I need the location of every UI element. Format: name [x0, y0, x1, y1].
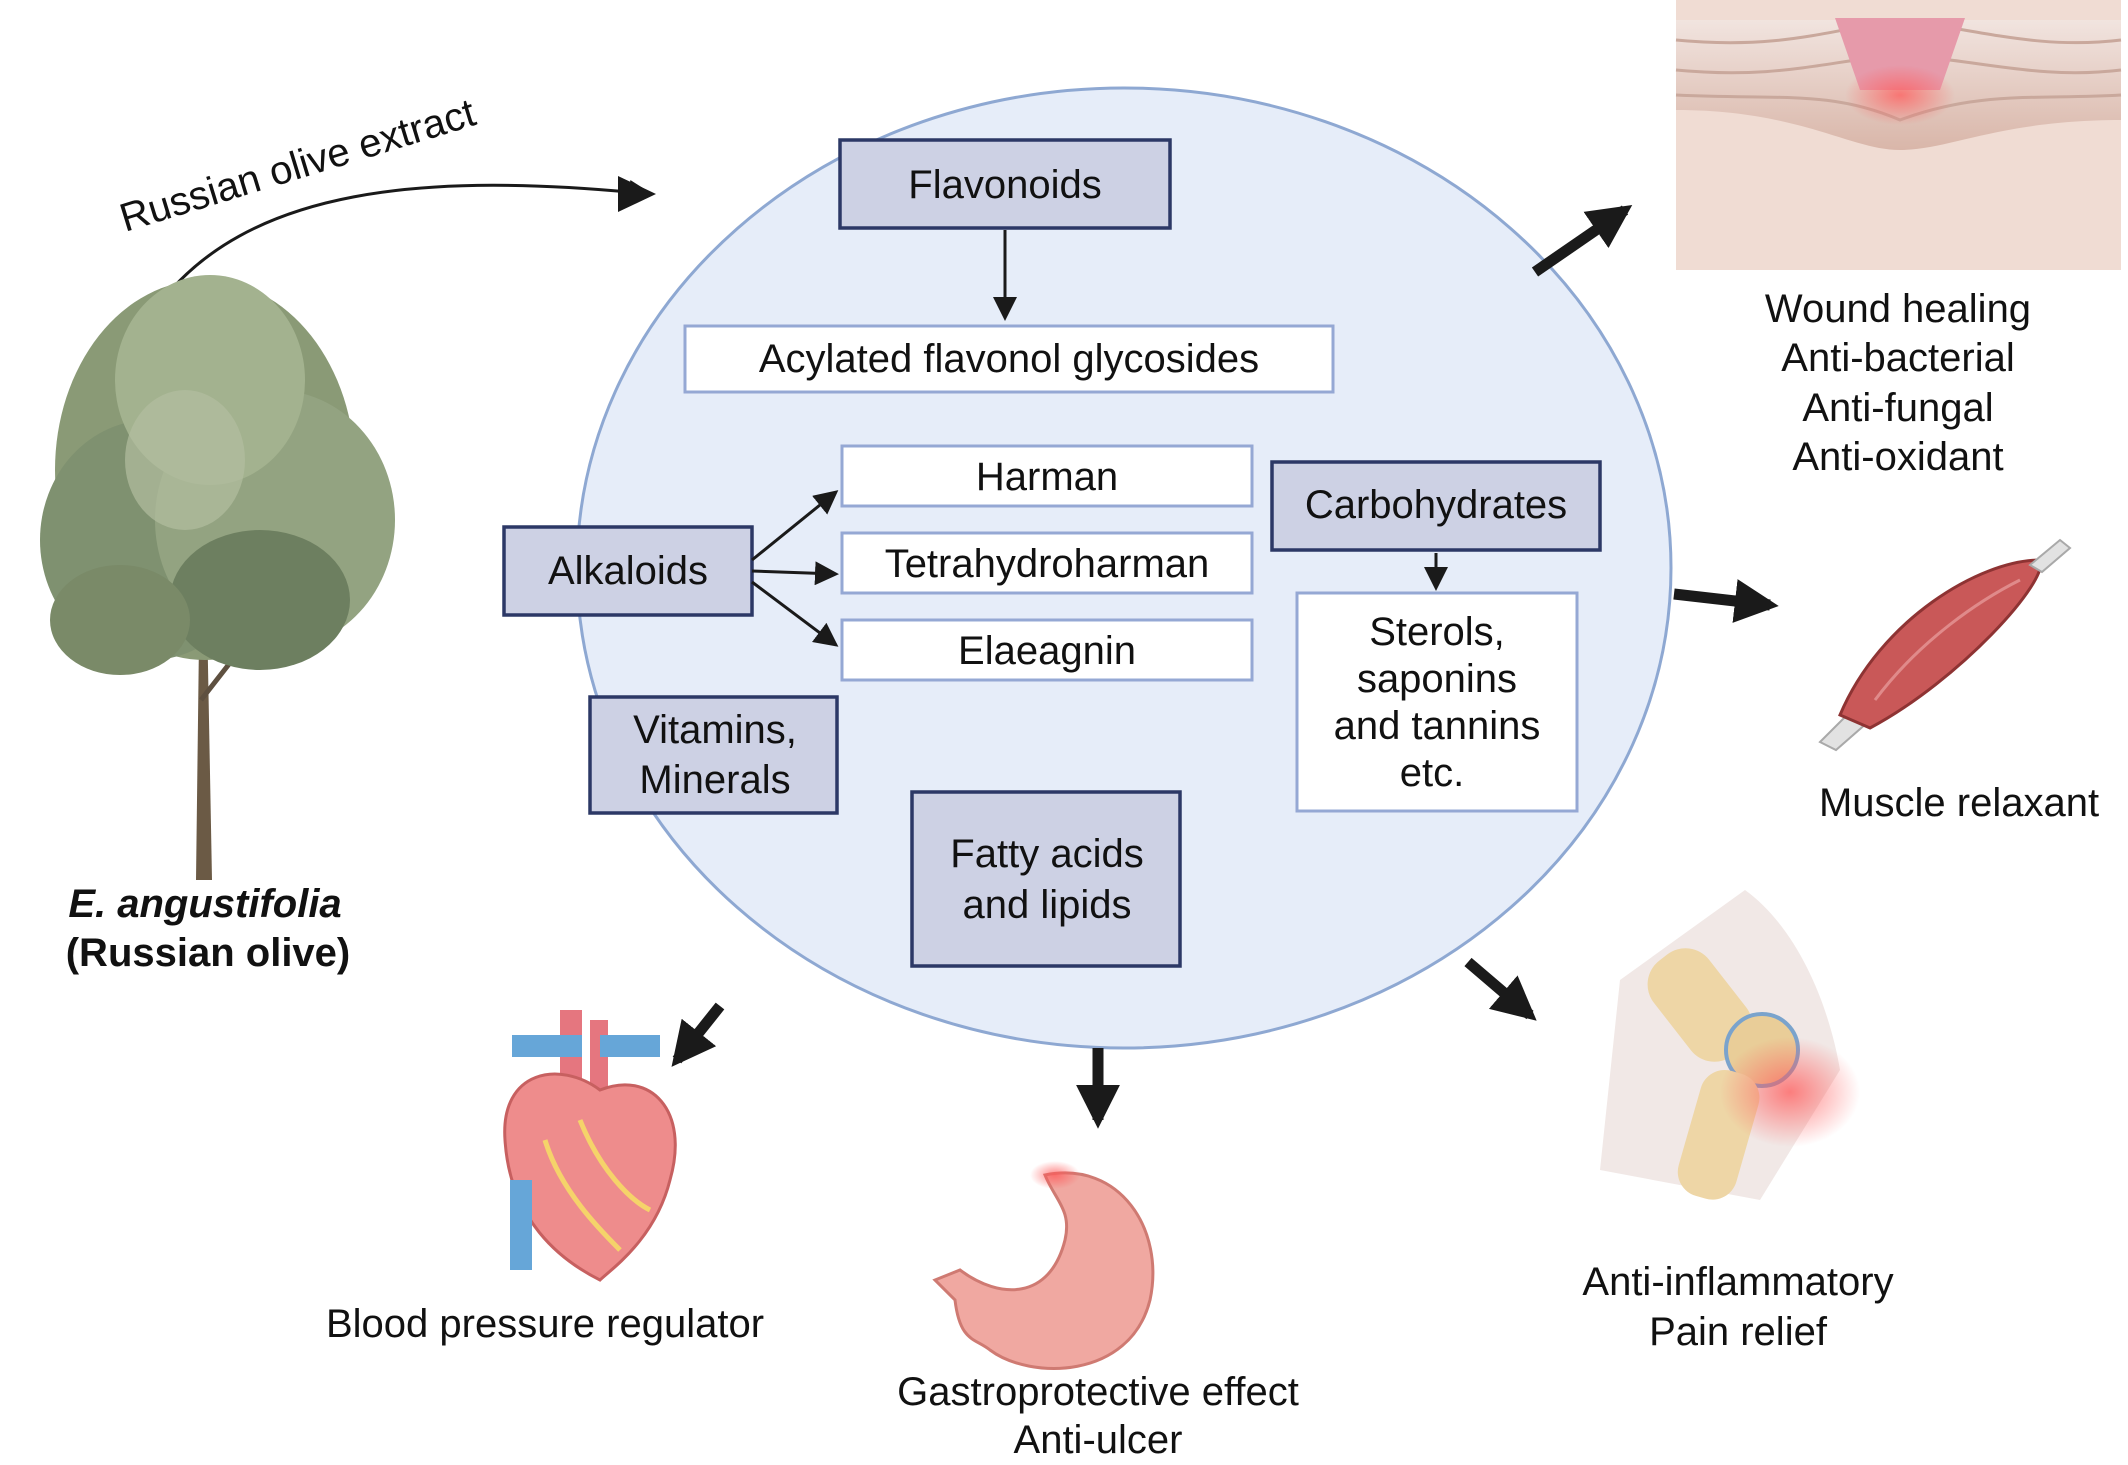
arrow-to-heart: [671, 1002, 725, 1067]
flavonoids-label: Flavonoids: [908, 163, 1101, 207]
tree-illustration: [40, 275, 395, 880]
sterols-line-1: Sterols,: [1369, 610, 1505, 654]
alkaloid-arrow-harman: [751, 490, 839, 562]
skin-effect-4: Anti-oxidant: [1792, 435, 2003, 479]
extract-label: Russian olive extract: [115, 91, 481, 241]
arrow-to-skin: [1531, 205, 1633, 277]
muscle-illustration: [1818, 538, 2072, 752]
elaeagnin-label: Elaeagnin: [958, 629, 1136, 673]
carbohydrates-box: [1270, 460, 1602, 552]
alkaloid-arrow-elaeagnin: [751, 580, 839, 647]
knee-effect-2: Pain relief: [1649, 1310, 1828, 1354]
sterols-box: [1295, 591, 1579, 813]
knee-illustration: [1600, 890, 1860, 1200]
sterols-line-3: and tannins: [1334, 704, 1541, 748]
vitamins-line-1: Vitamins,: [633, 708, 797, 752]
species-name: E. angustifolia: [68, 882, 341, 926]
skin-effect-2: Anti-bacterial: [1781, 336, 2014, 380]
vitamins-box: [588, 695, 839, 815]
heart-effect: Blood pressure regulator: [326, 1302, 764, 1346]
acylated-label: Acylated flavonol glycosides: [759, 337, 1259, 381]
harman-label: Harman: [976, 455, 1118, 499]
extract-arrow-head: [618, 176, 656, 212]
flavonoids-box: [838, 138, 1172, 230]
arrow-to-knee: [1464, 957, 1537, 1021]
stomach-effect-1: Gastroprotective effect: [897, 1370, 1299, 1414]
stomach-effect-2: Anti-ulcer: [1014, 1418, 1183, 1462]
fatty-acids-line-1: Fatty acids: [950, 832, 1143, 876]
acylated-box: [683, 324, 1335, 394]
heart-illustration: [503, 1010, 677, 1282]
sterols-line-2: saponins: [1357, 657, 1517, 701]
skin-effect-3: Anti-fungal: [1802, 386, 1993, 430]
skin-wound-illustration: [1675, 0, 2122, 270]
extract-arrow: [153, 179, 653, 311]
fatty-acids-box: [910, 790, 1182, 968]
muscle-effect: Muscle relaxant: [1819, 781, 2099, 825]
arrow-to-muscle: [1673, 579, 1779, 623]
alkaloid-arrow-tetrahydroharman: [751, 561, 839, 586]
tetrahydroharman-box: [840, 531, 1254, 595]
harman-box: [840, 444, 1254, 508]
carbohydrates-label: Carbohydrates: [1305, 483, 1567, 527]
knee-effect-1: Anti-inflammatory: [1582, 1260, 1893, 1304]
elaeagnin-box: [840, 618, 1254, 682]
vitamins-line-2: Minerals: [639, 758, 790, 802]
common-name: (Russian olive): [66, 931, 351, 975]
sterols-line-4: etc.: [1400, 751, 1464, 795]
fatty-acids-line-2: and lipids: [962, 883, 1131, 927]
alkaloids-box: [502, 525, 754, 617]
tetrahydroharman-label: Tetrahydroharman: [885, 542, 1210, 586]
stomach-illustration: [932, 1161, 1155, 1370]
skin-effect-1: Wound healing: [1765, 287, 2031, 331]
alkaloids-label: Alkaloids: [548, 549, 708, 593]
